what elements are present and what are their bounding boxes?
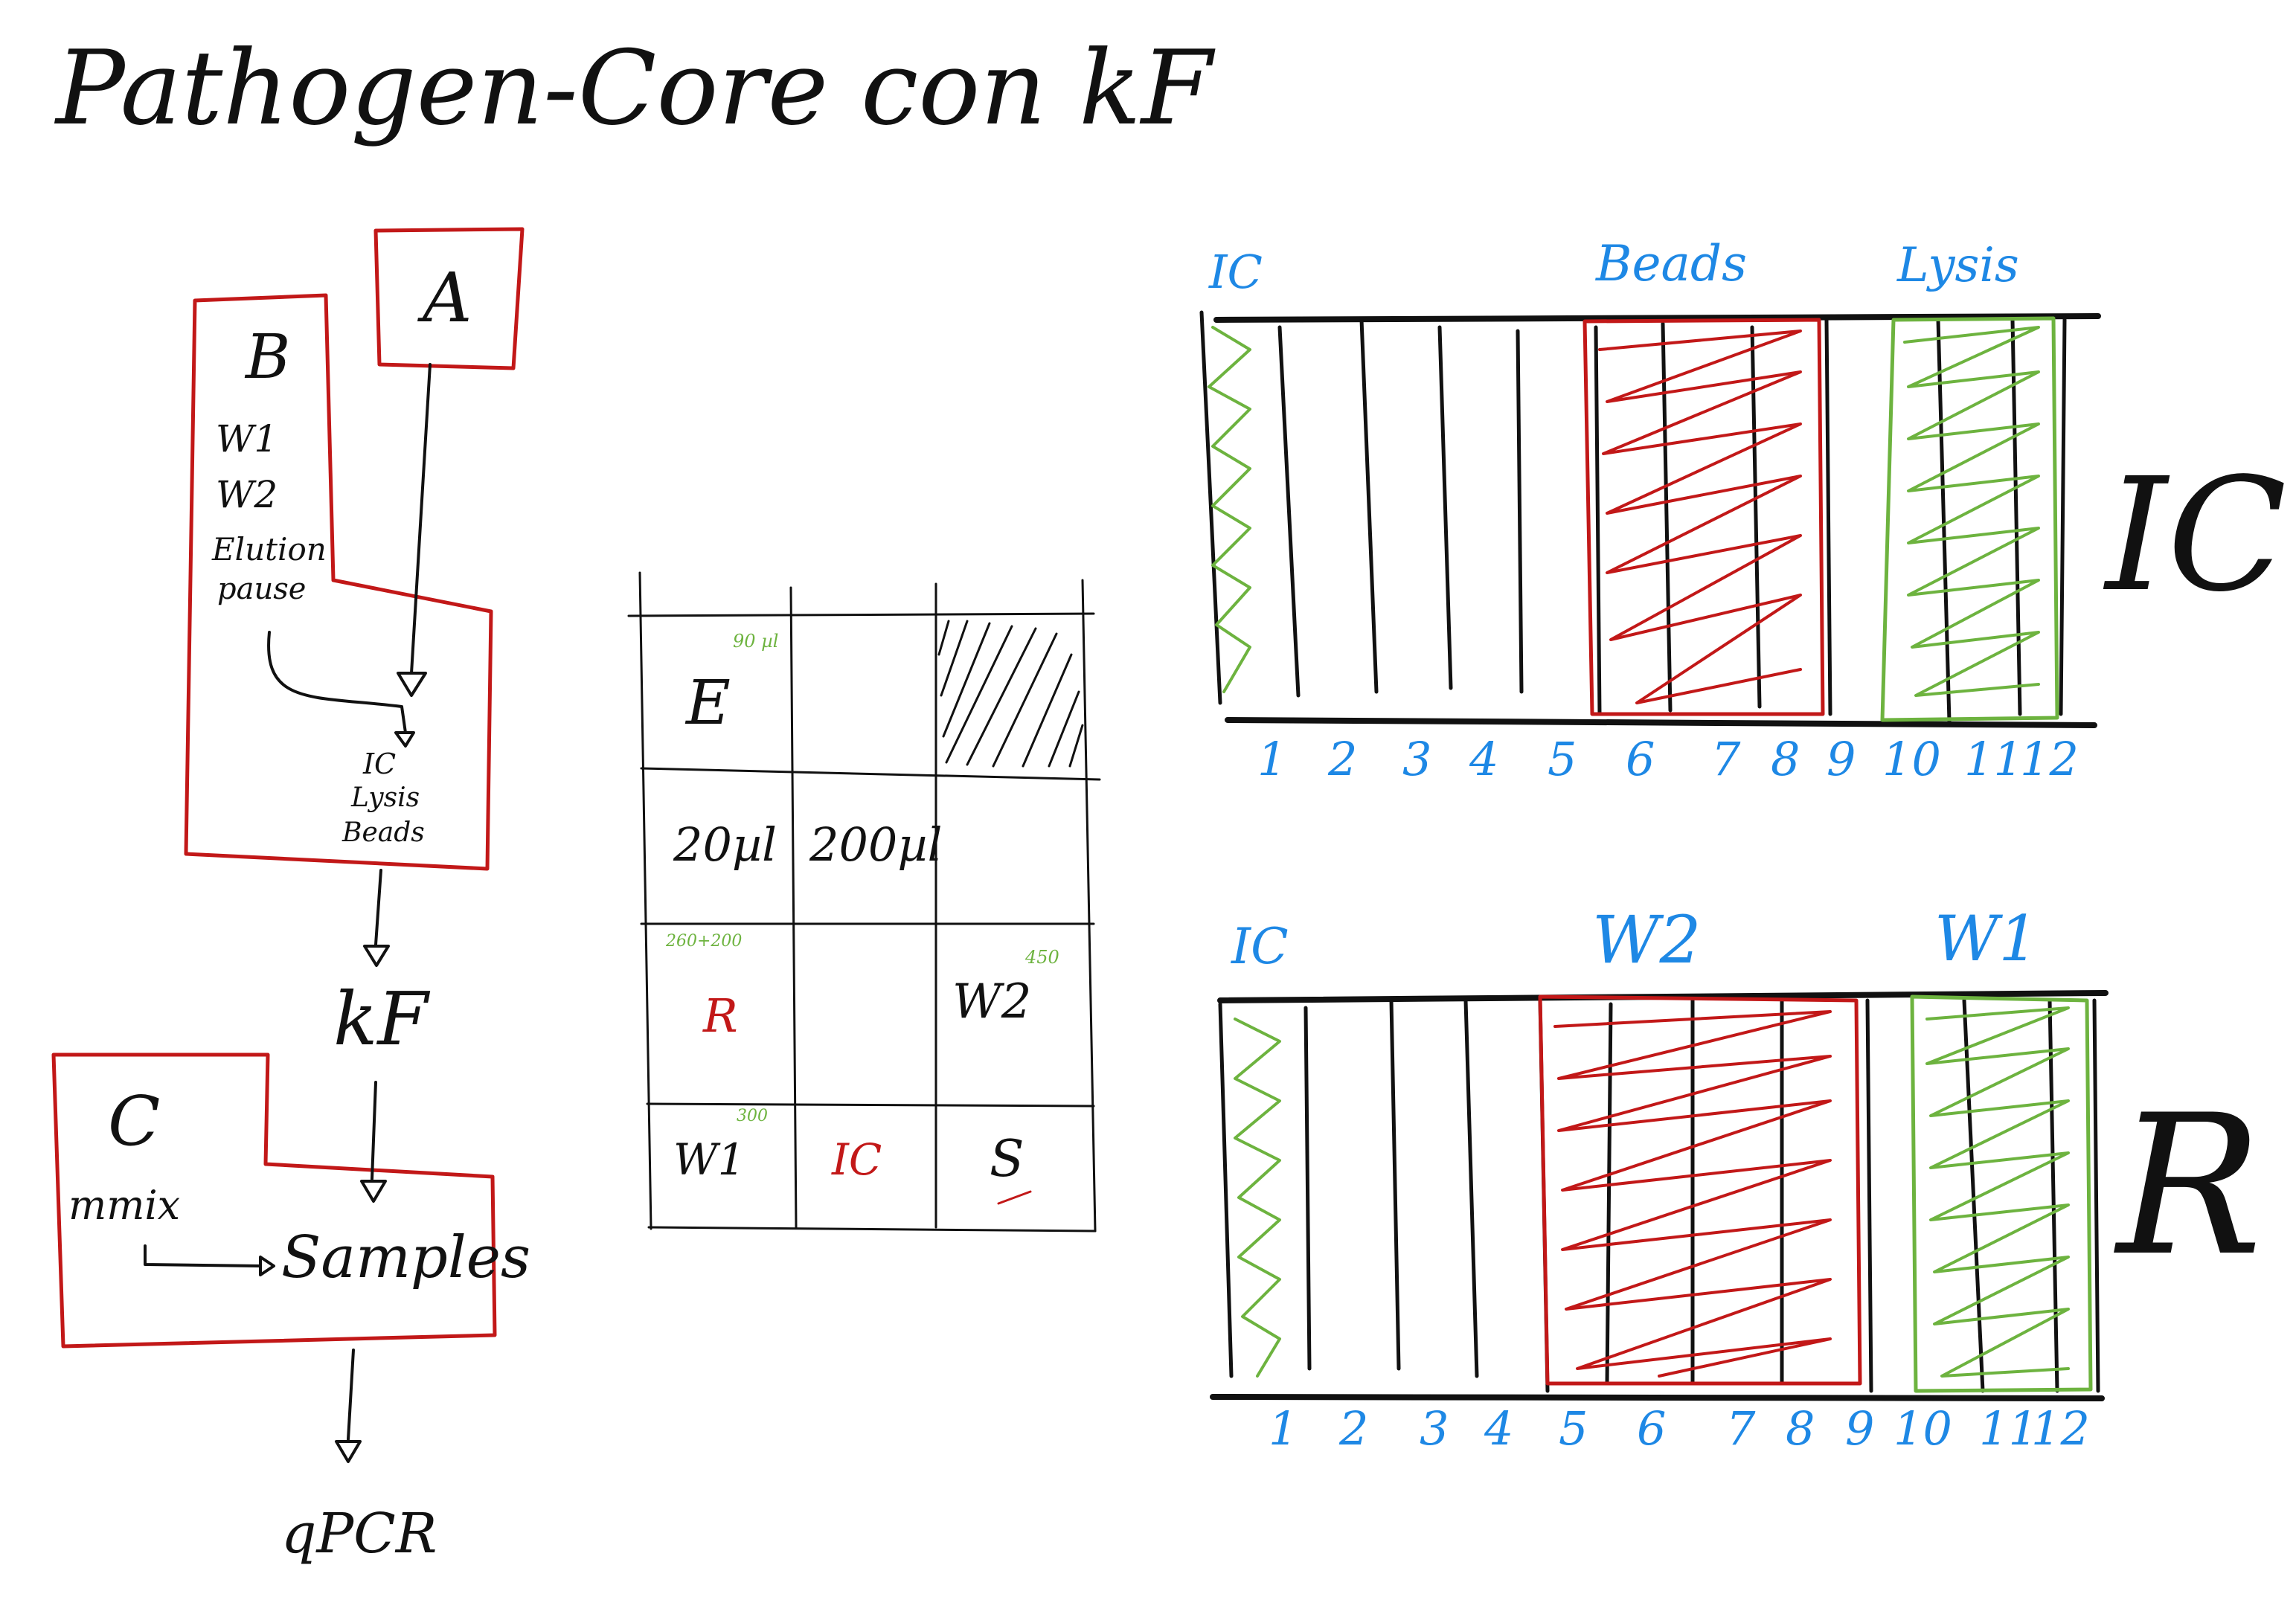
box-b-item-elution: Elution — [212, 531, 327, 568]
plate-ic-top-label-beads: Beads — [1596, 235, 1748, 292]
grid-h-4 — [646, 1102, 1095, 1108]
mix-target-ic: IC — [363, 748, 397, 780]
grid-cell-w2-note: 450 — [1025, 947, 1059, 968]
box-b-item-w2: W2 — [216, 473, 278, 516]
hatched-cell — [937, 620, 1084, 768]
plate-r-column-8: 8 — [1786, 1401, 1815, 1456]
arrowhead-a — [397, 672, 427, 697]
plate-ic-red-box — [1582, 318, 1825, 716]
plate-r-side-label: R — [2117, 1074, 2263, 1299]
grid-v-4 — [1081, 579, 1097, 1232]
grid-cell-e: E — [686, 668, 731, 739]
plate-r-green-box — [1910, 994, 2093, 1393]
plate-ic-green-scribble-left — [1208, 326, 1251, 693]
plate-ic-column-2: 2 — [1328, 732, 1358, 786]
grid-cell-e-note: 90 µl — [733, 631, 779, 652]
plate-ic-green-box — [1880, 316, 2059, 722]
plate-r-column-3: 3 — [1420, 1401, 1449, 1456]
grid-cell-w1-note: 300 — [737, 1107, 768, 1125]
plate-r-top-label-w2: W2 — [1592, 902, 1702, 978]
arrow-kf-to-samples — [371, 1081, 377, 1180]
arrow-mmix-to-samples — [144, 1244, 262, 1267]
plate-r-top-label-ic: IC — [1231, 918, 1289, 975]
plate-r-column-12: 12 — [2031, 1401, 2090, 1456]
arrowhead-b — [394, 731, 415, 748]
plate-ic-column-1: 1 — [1257, 732, 1287, 786]
plate-r-bottom-edge — [1210, 1394, 2105, 1401]
grid-cell-200ul: 200µl — [809, 817, 943, 872]
plate-r-column-5: 5 — [1559, 1401, 1588, 1456]
kf-label: kF — [333, 977, 429, 1062]
grid-h-1 — [627, 612, 1095, 617]
grid-cell-w1: W1 — [673, 1134, 745, 1185]
plate-r-column-7: 7 — [1726, 1401, 1756, 1456]
qpcr-label: qPCR — [281, 1502, 437, 1566]
plate-ic-column-3: 3 — [1402, 732, 1432, 786]
grid-cell-r-note: 260+200 — [666, 932, 743, 951]
grid-v-2 — [789, 586, 798, 1229]
grid-cell-s: S — [990, 1130, 1024, 1189]
s-underline — [997, 1190, 1032, 1205]
page-title: Pathogen-Core con kF — [56, 28, 1213, 148]
plate-r-column-11: 11 — [1979, 1401, 2038, 1456]
plate-r-column-10: 10 — [1893, 1401, 1952, 1456]
plate-ic-column-8: 8 — [1771, 732, 1800, 786]
box-b-outline — [184, 293, 493, 871]
box-b-item-pause: pause — [217, 572, 307, 606]
arrowhead-samples — [360, 1180, 387, 1203]
mix-target-beads: Beads — [342, 817, 425, 848]
arrowhead-qpcr — [335, 1440, 362, 1463]
plate-ic-column-11: 11 — [1964, 732, 2023, 786]
plate-ic-red-scribble — [1598, 330, 1802, 704]
box-c-outline — [51, 1052, 497, 1349]
plate-r-column-2: 2 — [1339, 1401, 1369, 1456]
plate-ic-column-7: 7 — [1711, 732, 1741, 786]
plate-ic-green-scribble-right — [1903, 326, 2040, 697]
grid-cell-r: R — [703, 989, 738, 1043]
plate-ic-column-5: 5 — [1548, 732, 1577, 786]
grid-h-2 — [640, 767, 1101, 781]
plate-ic-bottom-edge — [1225, 717, 2097, 728]
mmix-label: mmix — [68, 1182, 181, 1229]
box-a-outline — [373, 227, 525, 370]
arrow-b-to-mix — [267, 631, 407, 734]
plate-r-top-label-w1: W1 — [1934, 902, 2039, 975]
box-a-label: A — [423, 258, 472, 338]
plate-r-column-9: 9 — [1845, 1401, 1875, 1456]
plate-r-red-box — [1538, 994, 1862, 1386]
plate-r-green-scribble-right — [1925, 1006, 2070, 1378]
plate-ic-column-4: 4 — [1469, 732, 1499, 786]
arrow-samples-to-qpcr — [347, 1349, 355, 1441]
grid-v-1 — [638, 571, 652, 1230]
plate-r-column-1: 1 — [1269, 1401, 1298, 1456]
plate-r-column-6: 6 — [1637, 1401, 1667, 1456]
plate-ic-top-label-ic: IC — [1209, 245, 1263, 299]
arrowhead-mmix — [259, 1256, 275, 1276]
grid-cell-w2: W2 — [952, 974, 1032, 1029]
grid-cell-ic: IC — [832, 1134, 882, 1185]
plate-ic-column-10: 10 — [1882, 732, 1941, 786]
plate-ic-side-label: IC — [2106, 444, 2287, 626]
plate-r-green-scribble-left — [1234, 1018, 1281, 1378]
box-b-item-w1: W1 — [216, 417, 278, 460]
arrowhead-kf — [363, 945, 390, 967]
samples-label: Samples — [281, 1224, 530, 1291]
arrow-a-to-mix — [410, 363, 432, 675]
plate-ic-top-label-lysis: Lysis — [1897, 238, 2019, 293]
grid-h-5 — [647, 1226, 1097, 1232]
plate-r-column-4: 4 — [1484, 1401, 1514, 1456]
plate-ic-column-9: 9 — [1827, 732, 1856, 786]
arrow-mix-to-kf — [374, 869, 382, 946]
plate-ic-column-6: 6 — [1626, 732, 1655, 786]
grid-cell-20ul: 20µl — [673, 817, 777, 872]
box-b-label: B — [246, 322, 291, 393]
plate-r-red-scribble — [1553, 1010, 1832, 1378]
plate-ic-top-edge — [1213, 313, 2101, 323]
mix-target-lysis: Lysis — [351, 782, 420, 813]
plate-ic-column-12: 12 — [2020, 732, 2079, 786]
box-c-label: C — [108, 1082, 161, 1161]
